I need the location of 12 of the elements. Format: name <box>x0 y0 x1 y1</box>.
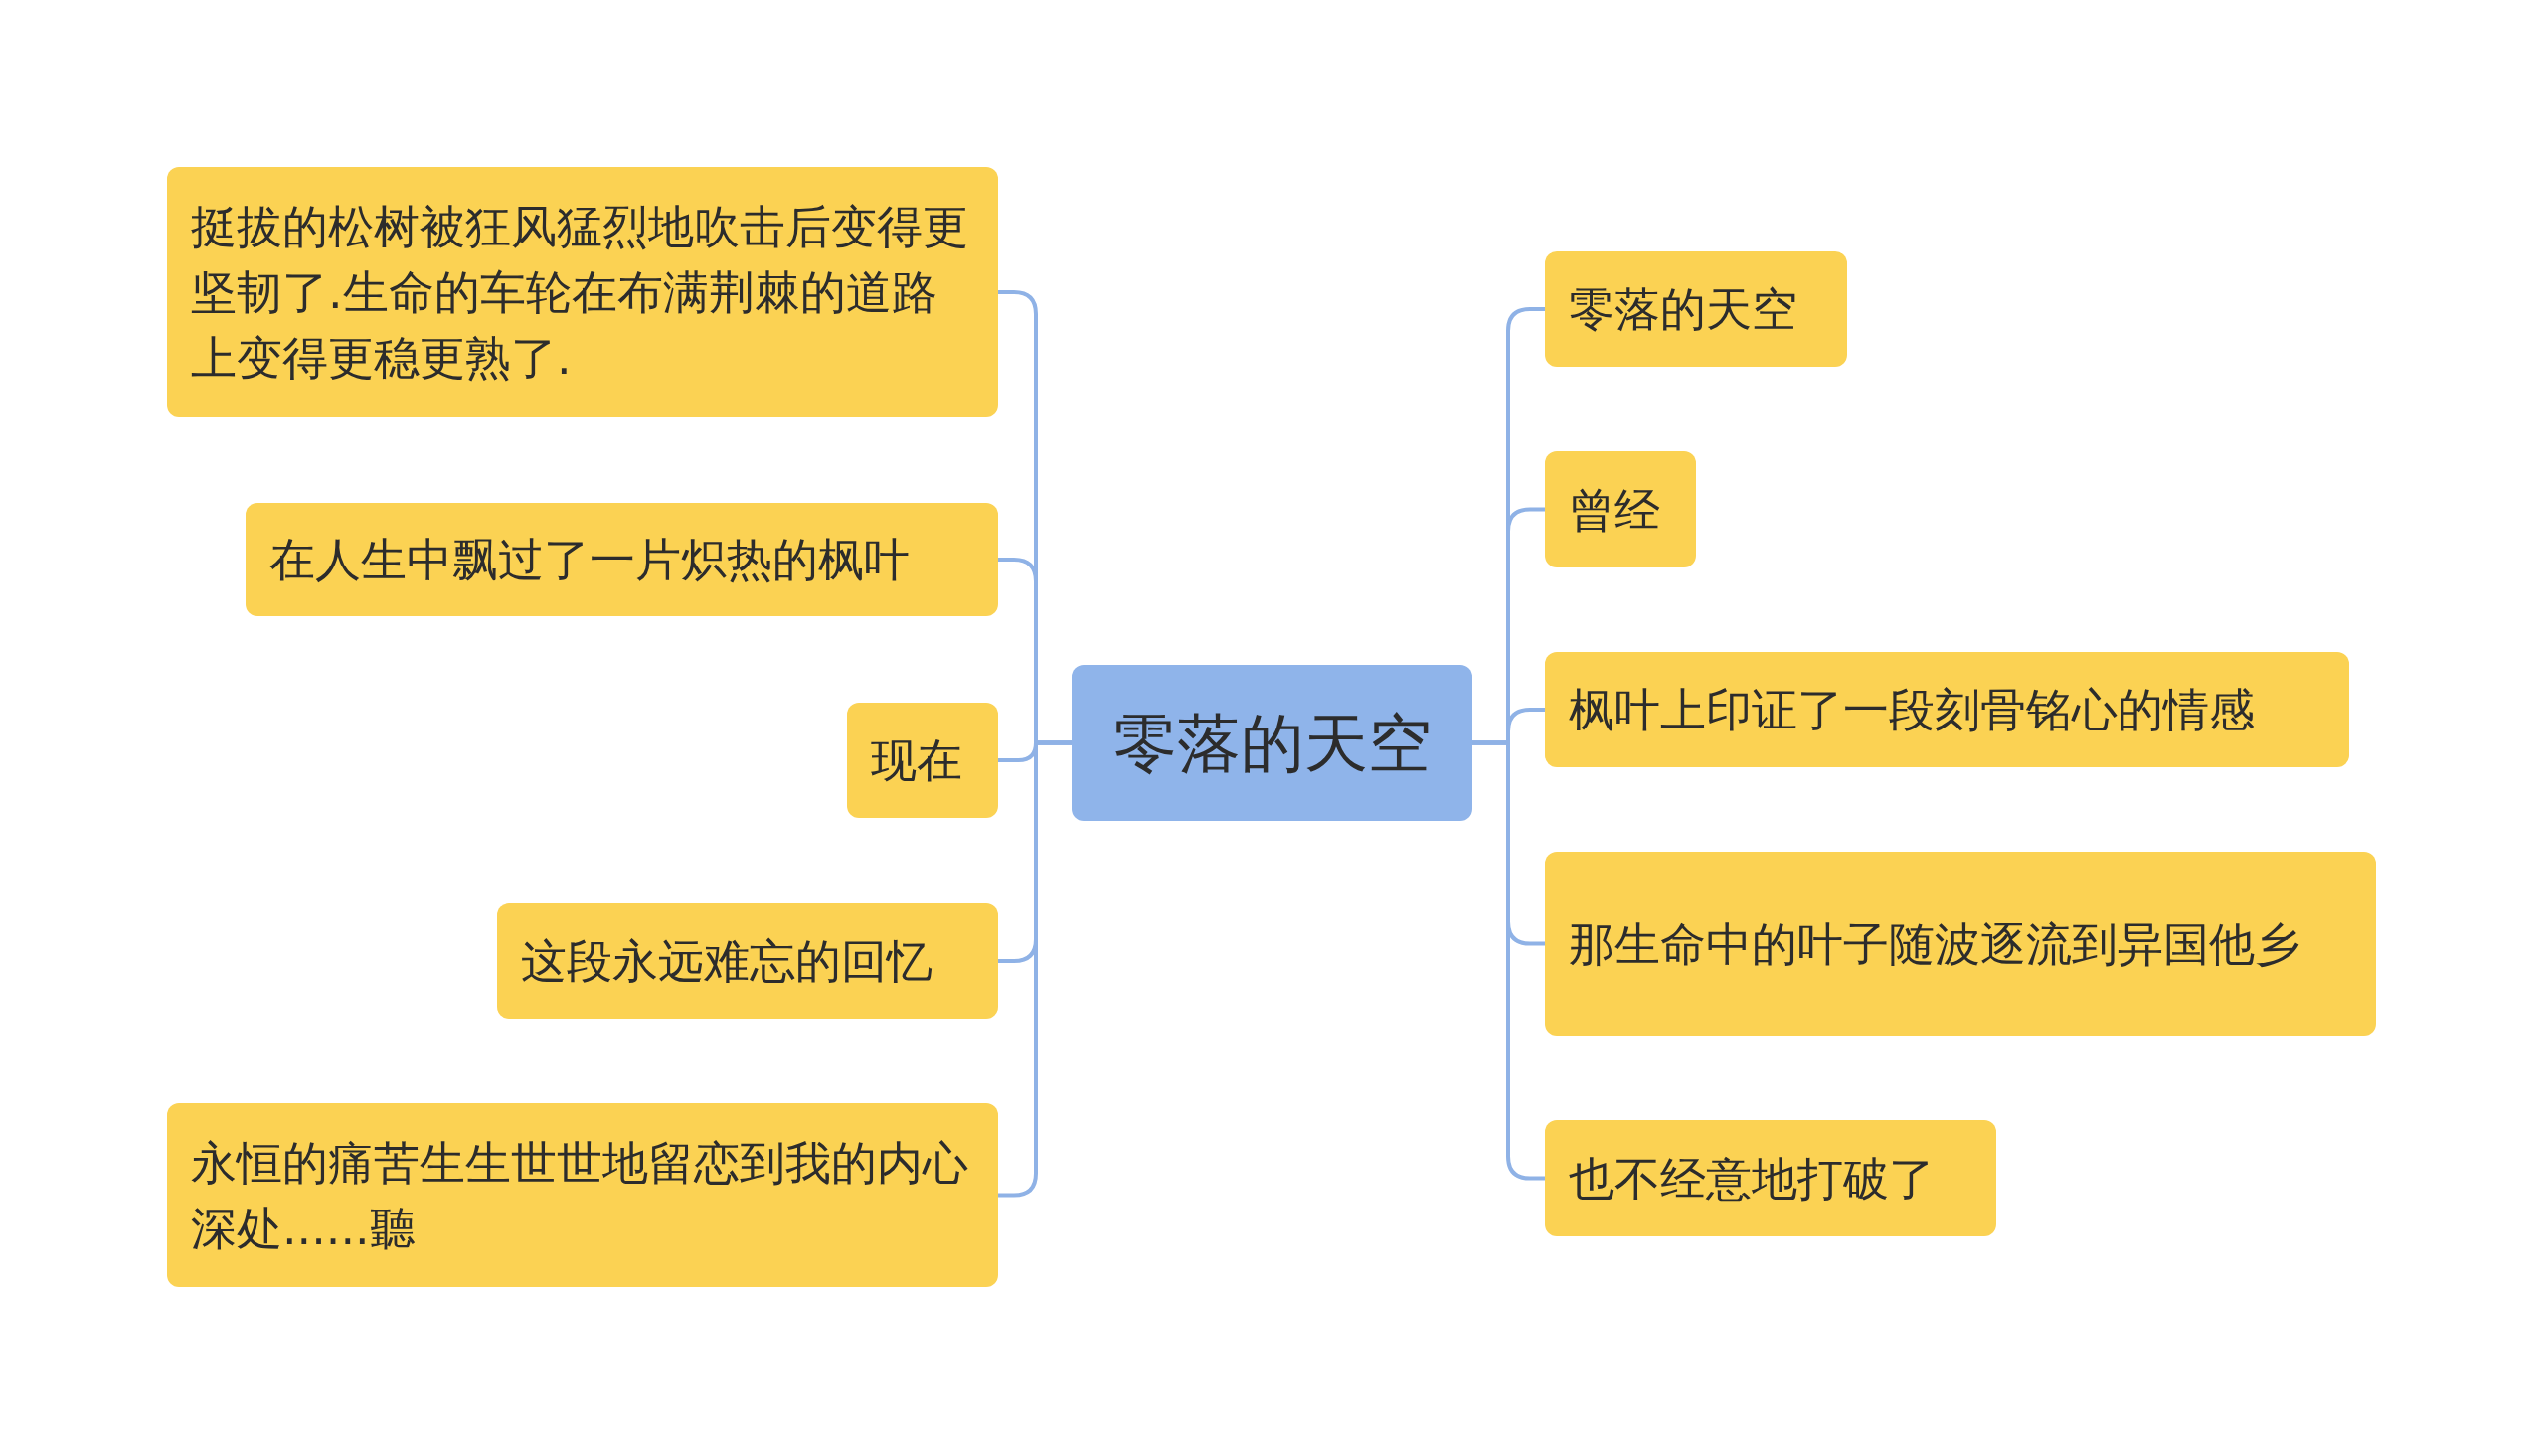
topic-box: 那生命中的叶子随波逐流到异国他乡 <box>1545 852 2376 1036</box>
topic-box: 挺拔的松树被狂风猛烈地吹击后变得更坚韧了.生命的车轮在布满荆棘的道路上变得更稳更熟了. <box>167 167 998 417</box>
topic-box: 也不经意地打破了 <box>1545 1120 1996 1236</box>
topic-box: 永恒的痛苦生生世世地留恋到我的内心深处......聽 <box>167 1103 998 1287</box>
topic-box: 零落的天空 <box>1545 251 1847 367</box>
topic-box: 曾经 <box>1545 451 1696 567</box>
topic-box: 这段永远难忘的回忆 <box>497 903 998 1019</box>
central-topic: 零落的天空 <box>1072 665 1472 821</box>
topic-box: 现在 <box>847 703 998 818</box>
topic-box: 枫叶上印证了一段刻骨铭心的情感 <box>1545 652 2349 767</box>
topic-box: 在人生中飘过了一片炽热的枫叶 <box>246 503 998 616</box>
connector-line <box>1472 740 1545 1181</box>
